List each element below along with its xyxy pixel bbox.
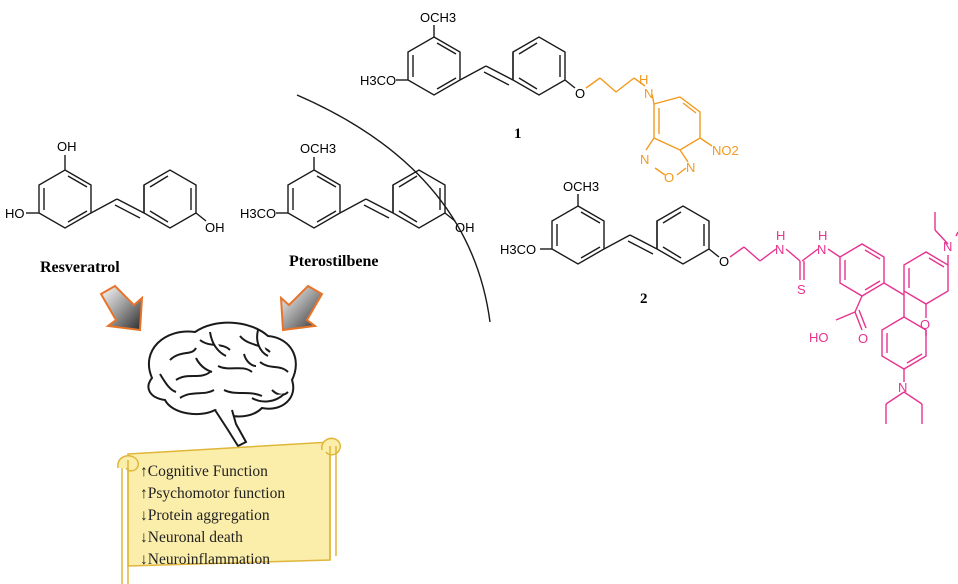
compound-2-n-bottom: N — [898, 380, 907, 395]
pterostilbene-oh: OH — [455, 220, 475, 235]
divider-arc — [296, 94, 491, 323]
pterostilbene-label: Pterostilbene — [289, 253, 378, 270]
effect-item: ↓Neuronal death — [140, 529, 243, 546]
compound-1-ring-n2: N — [686, 160, 695, 175]
compound-1-no2: NO2 — [712, 143, 739, 158]
effect-item: ↑Cognitive Function — [140, 463, 268, 480]
compound-1-h3co: H3CO — [360, 73, 396, 88]
compound-2-nh1-h: H — [776, 228, 785, 243]
compound-1-n: N — [644, 86, 653, 101]
compound-1-o: O — [575, 86, 585, 101]
pterostilbene-h3co: H3CO — [240, 206, 276, 221]
arrow-icon — [279, 284, 324, 332]
pterostilbene-och3: OCH3 — [300, 141, 336, 156]
arrow-icon — [99, 284, 144, 332]
compound-1-structure: OCH3 H3CO O H N NO2 N O N — [360, 10, 739, 185]
compound-2-structure: OCH3 H3CO O H N H N S HO O O N N — [500, 179, 958, 424]
compound-2-n-right: N — [943, 239, 952, 254]
compound-2-h3co: H3CO — [500, 242, 536, 257]
compound-2-nh2-n: N — [817, 242, 826, 257]
compound-1-och3: OCH3 — [420, 10, 456, 25]
compound-2-o: O — [719, 254, 729, 269]
compound-2-ho: HO — [809, 330, 829, 345]
compound-1-ring-n1: N — [640, 152, 649, 167]
compound-2-s: S — [797, 282, 806, 297]
effect-item: ↑Psychomotor function — [140, 485, 285, 502]
pterostilbene-structure: OCH3 H3CO OH — [240, 141, 475, 235]
compound-2-o-ring: O — [920, 317, 930, 332]
scroll-icon — [117, 437, 341, 584]
compound-2-nh1-n: N — [775, 242, 784, 257]
effect-item: ↓Neuroinflammation — [140, 551, 270, 568]
resveratrol-oh-top: OH — [57, 139, 77, 154]
resveratrol-label: Resveratrol — [40, 259, 120, 276]
compound-2-o-carbonyl: O — [858, 331, 868, 346]
resveratrol-ho-left: HO — [5, 206, 25, 221]
compound-2-nh2-h: H — [818, 228, 827, 243]
compound-2-och3: OCH3 — [563, 179, 599, 194]
resveratrol-structure: OH HO OH — [5, 139, 225, 235]
compound-1-h: H — [639, 72, 648, 87]
compound-1-ring-o: O — [664, 170, 674, 185]
brain-icon — [147, 321, 297, 448]
effect-item: ↓Protein aggregation — [140, 507, 270, 524]
compound-2-number: 2 — [640, 291, 648, 307]
resveratrol-oh-right: OH — [205, 220, 225, 235]
compound-1-number: 1 — [514, 126, 522, 142]
